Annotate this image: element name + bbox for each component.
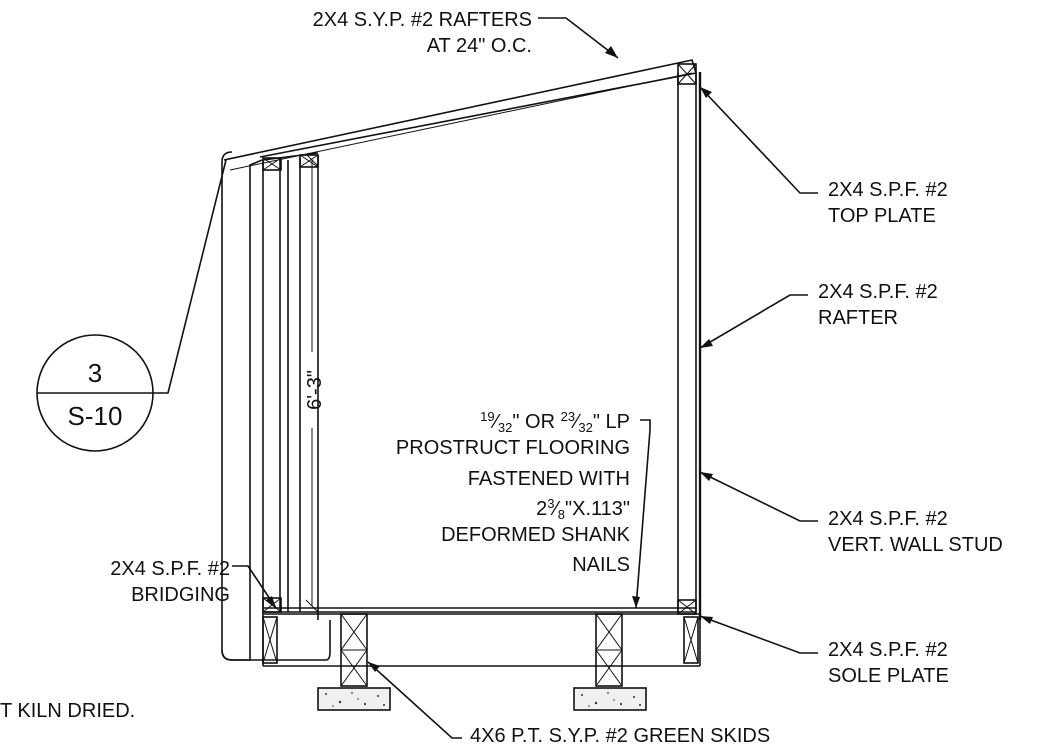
- dimension-text: 6'-3": [304, 370, 326, 410]
- bridging-label-2: BRIDGING: [131, 584, 230, 606]
- nail-frac-numerator: 3: [547, 496, 554, 511]
- roof-rafter: [223, 59, 698, 171]
- detail-sheet: S-10: [68, 401, 123, 431]
- rafters-label-1: 2X4 S.Y.P. #2 RAFTERS: [313, 9, 532, 31]
- flooring-line-5: DEFORMED SHANK: [441, 524, 631, 546]
- skid-right: [595, 613, 623, 687]
- rafter-label-1: 2X4 S.P.F. #2: [818, 281, 938, 303]
- frac1-numerator: 19: [480, 409, 494, 424]
- detail-number: 3: [88, 358, 102, 388]
- svg-text:19⁄32" OR 23⁄32" LP: 19⁄32" OR 23⁄32" LP: [480, 409, 630, 435]
- svg-text:23⁄8"X.113": 23⁄8"X.113": [536, 496, 630, 522]
- left-wall-studs: [262, 152, 319, 666]
- frac2-numerator: 23: [561, 409, 575, 424]
- bridging-label-1: 2X4 S.P.F. #2: [110, 558, 230, 580]
- leader-rafter: [699, 294, 808, 349]
- rim-block-right: [683, 616, 699, 664]
- flooring-note: 19⁄32" OR 23⁄32" LP PROSTRUCT FLOORING F…: [396, 409, 631, 576]
- wall-stud-label-1: 2X4 S.P.F. #2: [828, 508, 948, 530]
- leader-rafters: [538, 17, 619, 59]
- leader-wall-stud: [699, 471, 818, 522]
- nail-whole: 2: [536, 498, 547, 520]
- sole-plate-label-2: SOLE PLATE: [828, 665, 949, 687]
- flooring-line-6: NAILS: [572, 554, 630, 576]
- top-plate-block: [677, 63, 697, 85]
- concrete-block-right: [573, 687, 647, 711]
- leader-flooring: [632, 419, 651, 609]
- skid-left: [340, 613, 368, 687]
- leader-bridging: [232, 565, 277, 609]
- nail-rest: "X.113": [565, 498, 630, 520]
- leader-top-plate: [699, 86, 818, 194]
- flooring-line-3: FASTENED WITH: [468, 468, 630, 490]
- left-top-blocks: [262, 154, 319, 171]
- floor-joist: [263, 613, 701, 667]
- rim-block-left: [262, 616, 278, 664]
- right-wall-stud: [677, 72, 702, 620]
- concrete-block-left: [317, 687, 391, 711]
- leader-skids: [367, 661, 462, 739]
- flooring-line-2: PROSTRUCT FLOORING: [396, 437, 630, 459]
- detail-callout: 3 S-10: [36, 159, 227, 452]
- frac2-denominator: 32: [578, 420, 592, 435]
- leader-sole-plate: [699, 615, 818, 654]
- top-plate-label-1: 2X4 S.P.F. #2: [828, 179, 948, 201]
- rafter-label-2: RAFTER: [818, 307, 898, 329]
- detail-boundary-bottom: [221, 620, 331, 661]
- floor-sheathing: [263, 607, 696, 613]
- frac1-denominator: 32: [498, 420, 512, 435]
- wall-stud-label-2: VERT. WALL STUD: [828, 534, 1003, 556]
- dimension-6-3: 6'-3": [304, 153, 326, 613]
- rafters-label-2: AT 24" O.C.: [427, 35, 532, 57]
- kiln-note: T KILN DRIED.: [0, 700, 135, 722]
- sole-plate-label-1: 2X4 S.P.F. #2: [828, 639, 948, 661]
- or-text: " OR: [512, 411, 560, 433]
- nail-frac-denominator: 8: [558, 507, 565, 522]
- lp-text: " LP: [593, 411, 630, 433]
- top-plate-label-2: TOP PLATE: [828, 205, 936, 227]
- skids-label: 4X6 P.T. S.Y.P. #2 GREEN SKIDS: [470, 725, 770, 747]
